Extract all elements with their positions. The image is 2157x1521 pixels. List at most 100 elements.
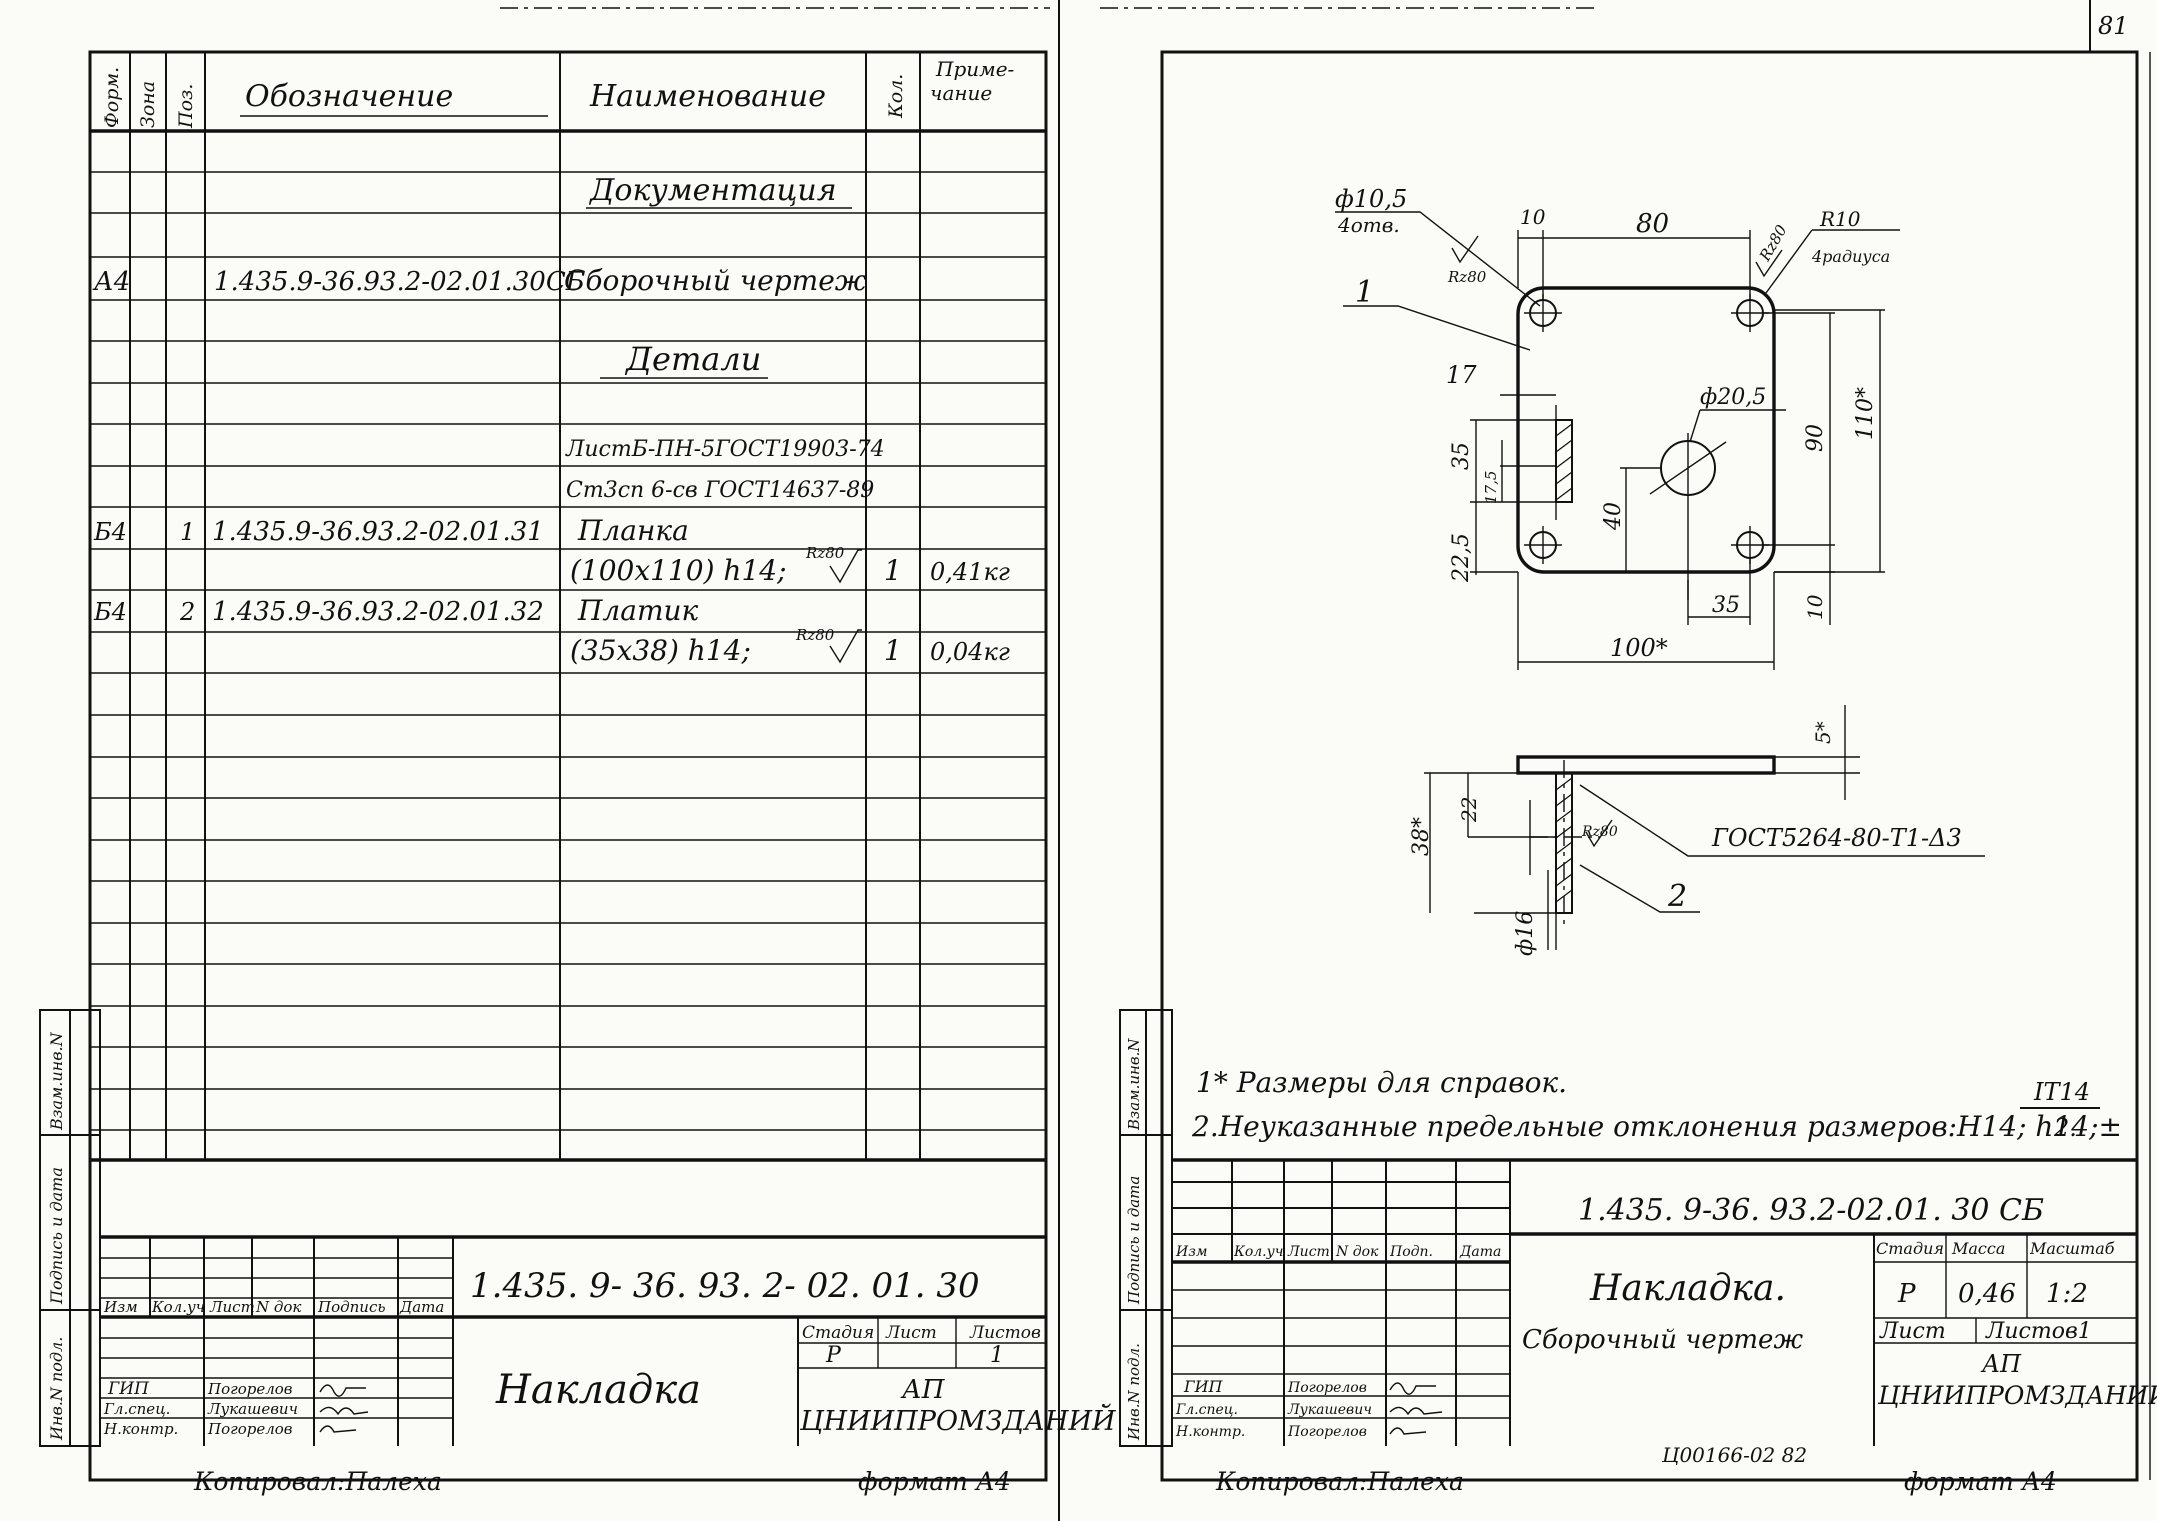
header-note-line2: чание bbox=[930, 81, 992, 105]
left-role-1: ГИП bbox=[107, 1379, 150, 1399]
dim-40: 40 bbox=[1601, 502, 1626, 531]
right-signatures bbox=[1389, 1382, 1443, 1435]
right-col-data: Дата bbox=[1459, 1244, 1501, 1260]
left-name-1: Погорелов bbox=[207, 1380, 293, 1398]
plate-outline bbox=[1516, 286, 1776, 574]
label-radius-count: 4радиуса bbox=[1811, 247, 1890, 266]
plate-side bbox=[1516, 755, 1776, 775]
dim-38: 38* bbox=[1409, 817, 1434, 856]
left-title-block: 1.435. 9- 36. 93. 2- 02. 01. 30 Изм Кол.… bbox=[100, 1235, 1116, 1446]
left-sheet-label: Лист bbox=[885, 1323, 937, 1343]
part1-mass: 0,41кг bbox=[930, 558, 1010, 586]
note-2: 2.Неуказанные предельные отклонения разм… bbox=[1191, 1110, 2122, 1143]
left-title-name: Накладка bbox=[495, 1367, 701, 1413]
label-holes-dia: ф10,5 bbox=[1335, 185, 1407, 213]
label-radius: R10 bbox=[1819, 207, 1861, 231]
doc-name: Сборочный чертеж bbox=[564, 264, 867, 297]
part2-name: Платик bbox=[577, 594, 699, 627]
label-holes-count: 4отв. bbox=[1337, 213, 1400, 237]
right-name-1: Погорелов bbox=[1287, 1380, 1367, 1396]
right-side-stamp-bottom: Инв.N подл. bbox=[1125, 1343, 1143, 1441]
left-format: формат А4 bbox=[858, 1467, 1011, 1496]
right-title-block: 1.435. 9-36. 93.2-02.01. 30 СБ Изм Кол.у… bbox=[1172, 1158, 2157, 1446]
right-name-3: Погорелов bbox=[1287, 1424, 1367, 1440]
right-copied: Копировал:Палеха bbox=[1215, 1467, 1464, 1496]
pos2-leader bbox=[1579, 864, 1700, 913]
right-stage: Р bbox=[1897, 1279, 1916, 1309]
radius-leader bbox=[1765, 229, 1900, 294]
note-frac-top: IT14 bbox=[2033, 1078, 2090, 1106]
left-copied: Копировал:Палеха bbox=[193, 1467, 442, 1496]
left-stage-label: Стадия bbox=[802, 1323, 874, 1343]
weld-label: ГОСТ5264-80-Т1-Δ3 bbox=[1711, 824, 1962, 852]
part2-format: Б4 bbox=[93, 598, 127, 626]
dim-90: 90 bbox=[1803, 424, 1828, 452]
part1-roughness: Rz80 bbox=[805, 544, 845, 562]
plate-side-view bbox=[1424, 705, 1985, 950]
part1-pos: 1 bbox=[180, 518, 195, 546]
note-1: 1* Размеры для справок. bbox=[1196, 1066, 1567, 1099]
note-frac-bottom: 2. bbox=[2053, 1114, 2077, 1142]
weld-leader bbox=[1579, 784, 1985, 857]
left-title-code: 1.435. 9- 36. 93. 2- 02. 01. 30 bbox=[470, 1266, 980, 1306]
part2-roughness: Rz80 bbox=[795, 626, 835, 644]
label-pos1: 1 bbox=[1355, 275, 1374, 310]
dim-100: 100* bbox=[1610, 634, 1668, 662]
side-stamp-top: Взам.инв.N bbox=[47, 1031, 66, 1131]
spec-section-documentation: Документация bbox=[588, 173, 837, 208]
part2-roughness-mark bbox=[829, 629, 862, 664]
rough-top-left: Rz80 bbox=[1447, 268, 1487, 286]
right-col-izm: Изм bbox=[1175, 1244, 1207, 1260]
right-name-2: Лукашевич bbox=[1287, 1402, 1372, 1418]
plate-plan-view bbox=[1335, 211, 1900, 670]
part2-designation: 1.435.9-36.93.2-02.01.32 bbox=[212, 597, 544, 627]
header-note-line1: Приме- bbox=[935, 57, 1015, 81]
part2-qty: 1 bbox=[884, 634, 902, 667]
side-stamp-bottom: Инв.N подл. bbox=[47, 1337, 66, 1441]
label-center-hole: ф20,5 bbox=[1700, 385, 1766, 410]
part1-size: (100х110) h14; bbox=[570, 554, 787, 587]
right-format: формат А4 bbox=[1904, 1467, 2057, 1496]
part2-size: (35х38) h14; bbox=[570, 634, 751, 667]
right-scale-label: Масштаб bbox=[2029, 1239, 2115, 1258]
left-role-2: Гл.спец. bbox=[103, 1400, 170, 1418]
right-role-3: Н.контр. bbox=[1175, 1424, 1245, 1440]
center-hole-leader bbox=[1689, 409, 1786, 443]
dim-80: 80 bbox=[1636, 209, 1669, 239]
dim-10-top: 10 bbox=[1520, 205, 1546, 229]
right-col-list: Лист bbox=[1287, 1244, 1330, 1260]
left-signatures bbox=[319, 1384, 369, 1433]
right-col-ndok: N док bbox=[1335, 1244, 1379, 1260]
right-mass-label: Масса bbox=[1951, 1239, 2005, 1258]
left-sheets-count: 1 bbox=[990, 1343, 1004, 1368]
right-side-stamp: Взам.инв.N Подпись и дата Инв.N подл. bbox=[1119, 1009, 1173, 1447]
right-frame bbox=[1160, 50, 2139, 1482]
left-org-2: ЦНИИПРОМЗДАНИЙ bbox=[799, 1403, 1116, 1437]
material-line-2: Ст3сп 6-св ГОСТ14637-89 bbox=[566, 478, 874, 503]
right-role-1: ГИП bbox=[1183, 1377, 1224, 1396]
part1-format: Б4 bbox=[93, 518, 127, 546]
header-name: Наименование bbox=[589, 79, 826, 114]
right-scale: 1:2 bbox=[2046, 1279, 2088, 1309]
header-qty: Кол. bbox=[885, 74, 907, 119]
spec-row-lines bbox=[90, 171, 1046, 1162]
dim-5: 5* bbox=[1811, 721, 1835, 744]
right-role-2: Гл.спец. bbox=[1175, 1402, 1238, 1418]
part2-pos: 2 bbox=[179, 598, 195, 626]
right-sheets-label: Листов1 bbox=[1985, 1319, 2092, 1344]
side-stamp-middle: Подпись и дата bbox=[47, 1167, 66, 1305]
right-title-subtitle: Сборочный чертеж bbox=[1522, 1325, 1803, 1355]
material-line-1: ЛистБ-ПН-5ГОСТ19903-74 bbox=[565, 437, 885, 462]
left-sheets-label: Листов bbox=[969, 1323, 1041, 1343]
right-side-stamp-top: Взам.инв.N bbox=[1125, 1038, 1143, 1131]
right-below-stamp: Ц00166-02 82 bbox=[1661, 1443, 1807, 1467]
left-col-izm: Изм bbox=[103, 1298, 138, 1316]
part1-name: Планка bbox=[577, 514, 689, 547]
right-mass: 0,46 bbox=[1958, 1279, 2016, 1309]
spec-section-parts: Детали bbox=[624, 340, 761, 378]
header-pos: Поз. bbox=[175, 84, 197, 129]
part1-qty: 1 bbox=[884, 554, 902, 587]
dim-17-5: 17,5 bbox=[1482, 471, 1500, 504]
part2-mass: 0,04кг bbox=[930, 638, 1010, 666]
